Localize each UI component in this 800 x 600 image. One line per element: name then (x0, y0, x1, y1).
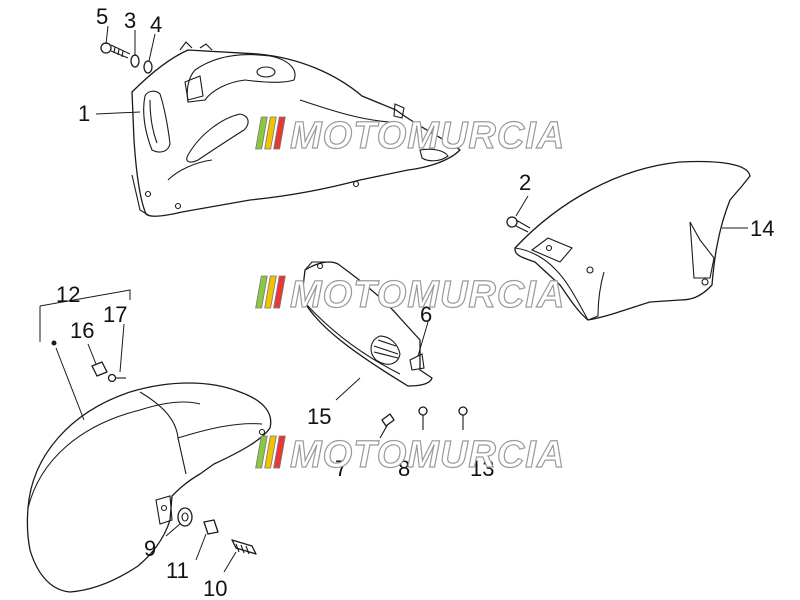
part-7-screw (379, 413, 395, 439)
callout-14: 14 (750, 216, 774, 241)
part-5-screw (100, 42, 131, 59)
part-1-shield-cover (131, 41, 461, 217)
watermark-bottom: MOTOMURCIA (255, 433, 565, 477)
part-10-bolt (231, 539, 257, 555)
callout-1: 1 (78, 101, 90, 126)
watermark-text: MOTOMURCIA (290, 274, 565, 316)
callout-16: 16 (70, 318, 94, 343)
part-15-lower-cover (301, 261, 433, 387)
callout-8: 8 (398, 456, 410, 481)
part-3-washer (130, 54, 140, 68)
part-12-front-mudguard (26, 382, 272, 593)
callout-12: 12 (56, 282, 80, 307)
part-16-clip (91, 361, 108, 377)
callout-5: 5 (96, 4, 108, 29)
part-2-screw (506, 216, 531, 233)
part-17-screw (107, 373, 126, 383)
part-11-bushing (203, 519, 219, 535)
watermark-middle: MOTOMURCIA (255, 273, 565, 317)
callout-9: 9 (144, 536, 156, 561)
callout-11: 11 (166, 558, 189, 583)
part-14-rear-mudguard (514, 160, 751, 321)
part-9-spacer (177, 507, 193, 527)
part-8-screw (418, 406, 428, 430)
callout-dot (51, 340, 57, 346)
callout-6: 6 (420, 302, 432, 327)
callout-2: 2 (519, 170, 531, 195)
callout-15: 15 (307, 404, 331, 429)
callout-17: 17 (103, 302, 127, 327)
callout-4: 4 (150, 12, 162, 37)
callout-13: 13 (470, 456, 494, 481)
watermark-text: MOTOMURCIA (290, 434, 565, 476)
callout-labels: 5 3 4 1 2 14 6 15 7 8 13 12 16 17 9 11 1… (56, 4, 774, 600)
callout-7: 7 (335, 456, 347, 481)
part-13-screw (458, 406, 468, 430)
callout-3: 3 (124, 8, 136, 33)
leader-lines (39, 25, 748, 573)
callout-10: 10 (203, 576, 227, 600)
part-4-washer (143, 60, 153, 74)
watermark-text: MOTOMURCIA (290, 115, 565, 157)
watermark-top: MOTOMURCIA (255, 114, 565, 158)
